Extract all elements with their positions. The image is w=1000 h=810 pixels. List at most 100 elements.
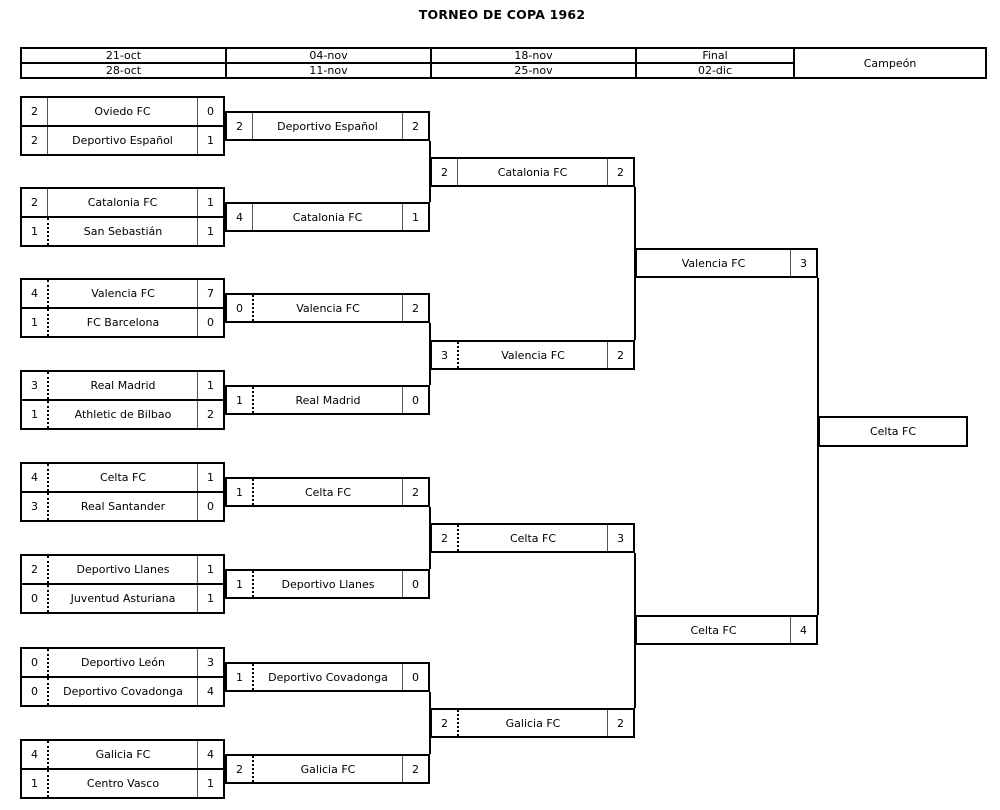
page-title: TORNEO DE COPA 1962: [418, 7, 586, 22]
score-leg2: 1: [197, 372, 223, 399]
score-leg1: 2: [227, 113, 253, 139]
team-name: Valencia FC: [296, 301, 360, 315]
team-name: FC Barcelona: [86, 316, 160, 329]
score-leg1: 1: [22, 218, 49, 245]
score-leg2: 1: [197, 127, 223, 154]
score-leg2: 2: [402, 295, 428, 321]
score-leg1: 3: [22, 493, 49, 520]
team-row: 2 Catalonia FC 1: [22, 189, 223, 216]
score-leg1: 0: [22, 678, 49, 705]
score-leg1: 0: [22, 585, 49, 612]
score-leg2: 2: [607, 159, 633, 185]
score-leg2: 1: [197, 218, 223, 245]
team-name: Real Santander: [80, 500, 166, 513]
connector-semi-bottom: [634, 553, 636, 708]
final-date: 02-dic: [635, 62, 795, 79]
score-leg1: 1: [227, 664, 254, 690]
team-name: Celta FC: [509, 531, 557, 545]
connector-quarter-4: [429, 692, 431, 754]
semifinal-match-4: 2 Galicia FC 2: [430, 708, 635, 738]
champion-label: Campeón: [793, 47, 987, 79]
team-name: Celta FC: [304, 485, 352, 499]
final-score: 3: [790, 250, 816, 276]
date-semifinal-leg1: 18-nov: [430, 47, 637, 64]
score-leg1: 2: [22, 127, 48, 154]
score-leg2: 2: [197, 401, 223, 428]
team-name: Catalonia FC: [497, 165, 568, 179]
team-name: Oviedo FC: [94, 105, 151, 118]
schedule-header: 21-oct 04-nov 18-nov Final Campeón 28-oc…: [20, 47, 987, 79]
round1-match-3: 4 Valencia FC 7 1 FC Barcelona 0: [20, 278, 225, 338]
round1-match-7: 0 Deportivo León 3 0 Deportivo Covadonga…: [20, 647, 225, 707]
round2-match-3: 0 Valencia FC 2: [225, 293, 430, 323]
score-leg1: 1: [22, 309, 49, 336]
score-leg2: 2: [402, 756, 428, 782]
team-name: Catalonia FC: [87, 196, 158, 209]
connector-final: [817, 278, 819, 615]
score-leg2: 3: [197, 649, 223, 676]
score-leg1: 2: [22, 556, 49, 583]
date-round2-leg1: 04-nov: [225, 47, 432, 64]
semifinal-match-2: 3 Valencia FC 2: [430, 340, 635, 370]
semifinal-match-1: 2 Catalonia FC 2: [430, 157, 635, 187]
score-leg2: 2: [607, 342, 633, 368]
round1-match-6: 2 Deportivo Llanes 1 0 Juventud Asturian…: [20, 554, 225, 614]
score-leg2: 0: [197, 493, 223, 520]
champion-name: Celta FC: [869, 425, 917, 438]
score-leg1: 3: [432, 342, 459, 368]
round2-match-4: 1 Real Madrid 0: [225, 385, 430, 415]
team-row: 1 Centro Vasco 1: [22, 768, 223, 797]
team-name: Galicia FC: [95, 748, 151, 761]
team-name: Centro Vasco: [86, 777, 160, 790]
score-leg1: 4: [227, 204, 253, 230]
final-team-top: Valencia FC 3: [635, 248, 818, 278]
team-name: Galicia FC: [300, 762, 356, 776]
round2-match-1: 2 Deportivo Español 2: [225, 111, 430, 141]
team-row: 0 Deportivo León 3: [22, 649, 223, 676]
final-score: 4: [790, 617, 816, 643]
team-row: 4 Galicia FC 4: [22, 741, 223, 768]
score-leg2: 2: [402, 113, 428, 139]
score-leg1: 2: [432, 710, 459, 736]
team-row: 0 Juventud Asturiana 1: [22, 583, 223, 612]
semifinal-match-3: 2 Celta FC 3: [430, 523, 635, 553]
score-leg2: 1: [197, 585, 223, 612]
score-leg1: 4: [22, 280, 49, 307]
score-leg1: 1: [227, 479, 254, 505]
score-leg2: 2: [402, 479, 428, 505]
score-leg2: 0: [197, 309, 223, 336]
score-leg1: 3: [22, 372, 49, 399]
score-leg2: 4: [197, 741, 223, 768]
team-name: Deportivo Covadonga: [63, 685, 183, 698]
round2-match-2: 4 Catalonia FC 1: [225, 202, 430, 232]
connector-quarter-1: [429, 141, 431, 202]
round1-match-8: 4 Galicia FC 4 1 Centro Vasco 1: [20, 739, 225, 799]
round1-match-1: 2 Oviedo FC 0 2 Deportivo Español 1: [20, 96, 225, 156]
score-leg2: 2: [607, 710, 633, 736]
final-team-bottom: Celta FC 4: [635, 615, 818, 645]
team-row: 2 Deportivo Llanes 1: [22, 556, 223, 583]
score-leg1: 1: [22, 401, 49, 428]
score-leg1: 2: [432, 525, 459, 551]
team-row: 1 San Sebastián 1: [22, 216, 223, 245]
date-round2-leg2: 11-nov: [225, 62, 432, 79]
round2-match-5: 1 Celta FC 2: [225, 477, 430, 507]
team-name: Galicia FC: [505, 716, 561, 730]
score-leg2: 7: [197, 280, 223, 307]
date-round1-leg2: 28-oct: [20, 62, 227, 79]
team-name: Real Madrid: [295, 393, 361, 407]
score-leg1: 0: [227, 295, 254, 321]
team-row: 2 Deportivo Español 1: [22, 125, 223, 154]
team-row: 2 Oviedo FC 0: [22, 98, 223, 125]
team-name: Deportivo Covadonga: [268, 670, 388, 684]
team-row: 3 Real Madrid 1: [22, 372, 223, 399]
score-leg1: 1: [227, 571, 254, 597]
team-row: 1 Athletic de Bilbao 2: [22, 399, 223, 428]
champion-box: Celta FC: [818, 416, 968, 447]
score-leg2: 0: [402, 664, 428, 690]
team-name: Valencia FC: [91, 287, 155, 300]
team-row: 3 Real Santander 0: [22, 491, 223, 520]
team-name: Celta FC: [99, 471, 147, 484]
final-label: Final: [635, 47, 795, 64]
team-row: 1 FC Barcelona 0: [22, 307, 223, 336]
